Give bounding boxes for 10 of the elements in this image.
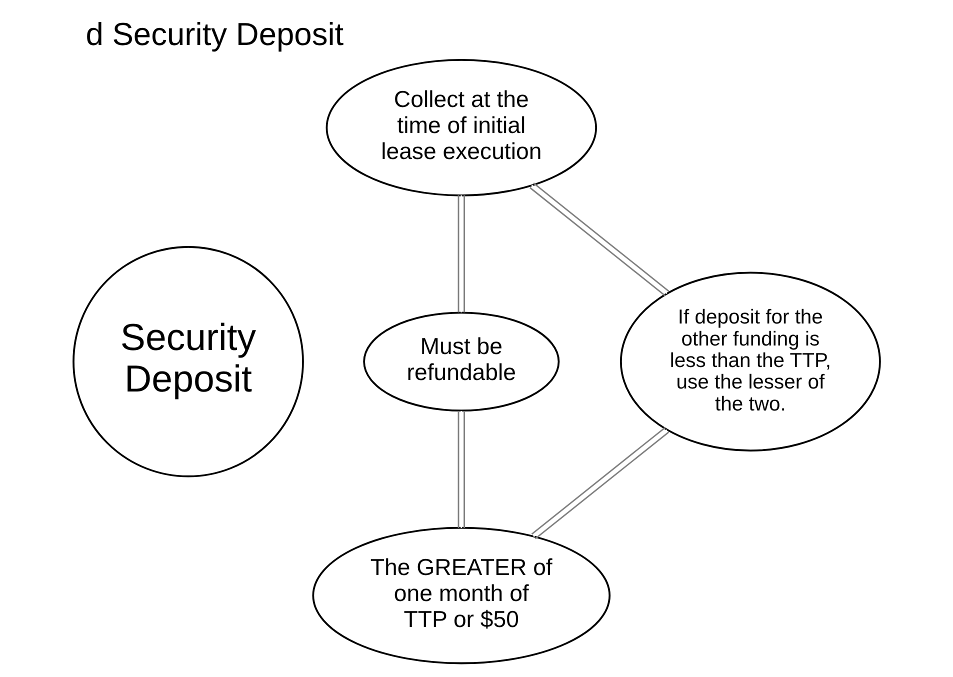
node-circle: Security Deposit	[72, 246, 304, 478]
connector	[528, 182, 669, 296]
connector	[457, 195, 464, 312]
connector	[530, 427, 669, 540]
diagram-title: d Security Deposit	[85, 16, 344, 52]
node-ellipse: Collect at the time of initial lease execution	[325, 59, 596, 196]
connector	[457, 410, 464, 528]
node-ellipse: If deposit for the other funding is less than the TTP, use the lesser of the two.	[619, 272, 880, 452]
node-ellipse: Must be refundable	[362, 312, 560, 412]
node-ellipse: The GREATER of one month of TTP or $50	[312, 526, 610, 664]
